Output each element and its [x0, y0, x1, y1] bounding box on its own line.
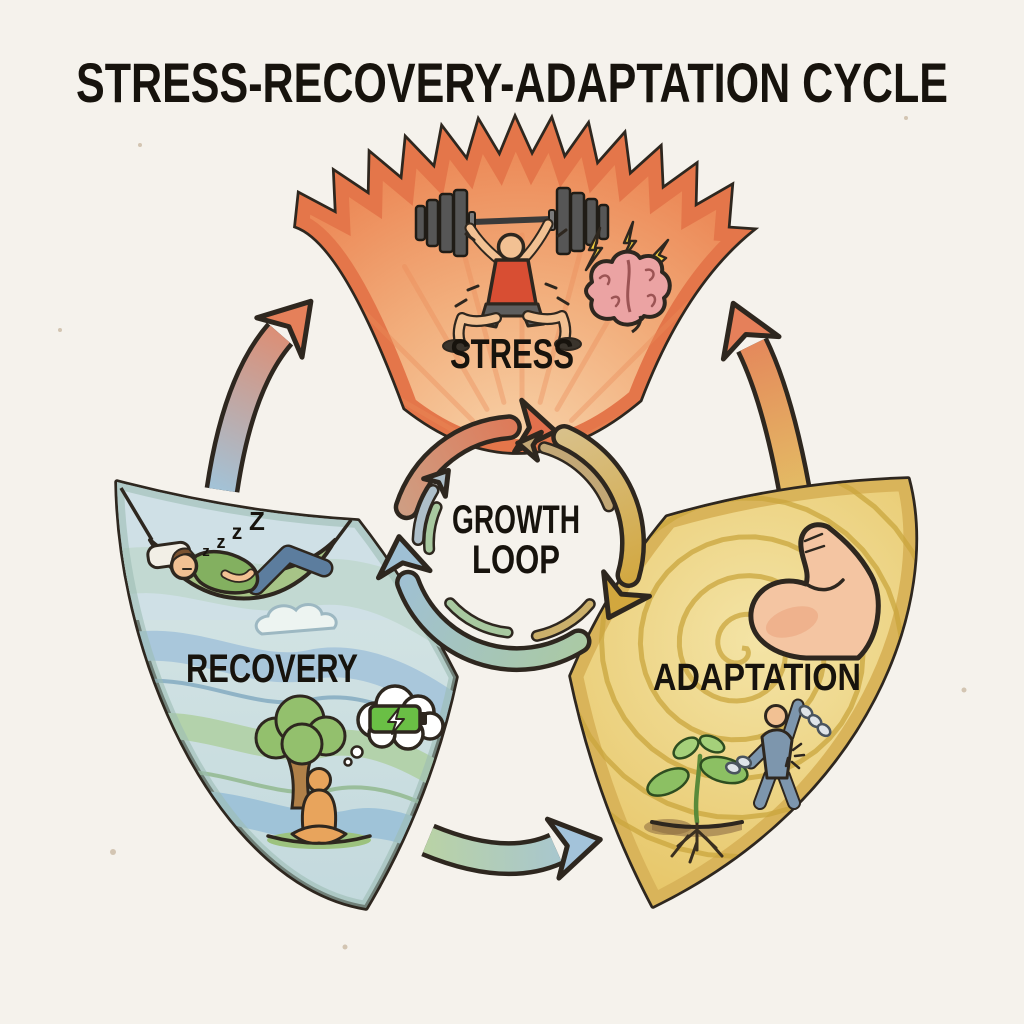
arrow-recovery-to-adaptation-body: [423, 827, 562, 872]
sleep-zzz-text: z z z Z: [202, 506, 265, 560]
arrow-recovery-to-stress-body: [209, 325, 290, 492]
arrow-adaptation-to-stress: [720, 300, 815, 508]
stress-label: STRESS: [450, 330, 574, 377]
cycle-arrow-recovery-blue: [376, 534, 592, 672]
svg-text:Z: Z: [249, 506, 265, 536]
arrow-recovery-to-adaptation-head: [544, 816, 603, 881]
cycle-arrow-adaptation-gold: [551, 424, 652, 621]
inner-arrow-tan-body: [540, 443, 613, 510]
battery-recharge-thought-icon: [343, 684, 445, 767]
inner-crescent-gold-bottom-body: [533, 600, 594, 640]
svg-text:GROWTH: GROWTH: [452, 498, 580, 542]
inner-crescent-green-left-body: [425, 503, 441, 553]
arrow-recovery-to-adaptation: [421, 816, 603, 881]
cycle-arrow-recovery-blue-body: [399, 574, 587, 668]
recovery-label: RECOVERY: [186, 647, 358, 691]
adaptation-label: ADAPTATION: [653, 657, 861, 699]
svg-text:z: z: [202, 543, 210, 560]
cycle-arrow-stress-orange-body: [398, 418, 518, 516]
meditating-person-icon: [266, 767, 372, 849]
stress-streak-line: [353, 301, 476, 424]
svg-text:z: z: [232, 521, 243, 544]
inner-crescent-green-bottom-body: [446, 599, 512, 636]
growth-loop-label: GROWTH LOOP: [452, 498, 580, 582]
cycle-arrow-adaptation-gold-body: [555, 428, 642, 584]
page-title: STRESS-RECOVERY-ADAPTATION CYCLE: [76, 51, 948, 114]
svg-text:LOOP: LOOP: [472, 538, 560, 582]
inner-arrow-tan: [515, 429, 616, 513]
inner-arrow-gray-body: [414, 486, 437, 544]
sprouting-plant-icon: [644, 734, 749, 864]
stressed-brain-lightning-icon: [584, 220, 672, 334]
arrow-recovery-to-stress-head: [254, 298, 314, 360]
arrow-recovery-to-stress: [204, 298, 314, 493]
recovery-section: z z z Z RECOVERY: [114, 479, 459, 911]
stress-streak-line: [568, 301, 691, 424]
arrow-adaptation-to-stress-body: [740, 339, 810, 508]
cycle-arrow-adaptation-gold-head: [601, 569, 652, 621]
growth-loop-ring: [376, 397, 652, 672]
inner-crescent-gold-bottom: [530, 598, 596, 642]
inner-arrow-gray-head: [421, 467, 451, 499]
cloud-icon: [254, 602, 338, 636]
chain-breaking-figure-icon: [724, 698, 832, 810]
inner-arrow-gray: [411, 467, 451, 546]
stress-streak-line: [402, 263, 490, 412]
arrow-adaptation-to-stress-head: [720, 300, 782, 362]
inner-crescent-green-bottom: [444, 597, 514, 639]
hammock-sleeper-icon: [119, 487, 353, 601]
inner-arrow-tan-head: [515, 429, 544, 463]
flexed-bicep-icon: [748, 522, 881, 661]
paper-texture-specks: [58, 116, 967, 950]
barbell-squat-lifter-icon: [414, 186, 610, 353]
inner-crescent-green-left: [422, 501, 443, 556]
cycle-arrow-recovery-blue-head: [376, 534, 433, 581]
svg-text:z: z: [217, 532, 226, 552]
flow-arrows: [204, 298, 815, 881]
